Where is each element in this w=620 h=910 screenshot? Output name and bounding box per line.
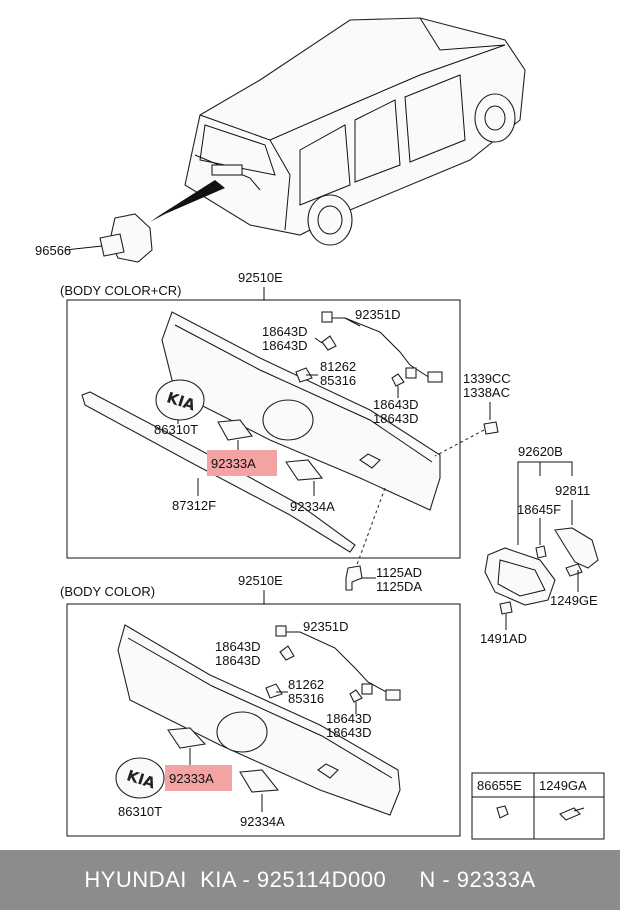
parts-diagram: 96566 (BODY COLOR+CR) 92510E KIA 18643D … [35, 17, 605, 840]
label-18643d-b2: 18643D [215, 653, 261, 668]
hardware-table: 86655E 1249GA [471, 772, 605, 840]
label-92351d-bottom: 92351D [303, 619, 349, 634]
label-86655e: 86655E [477, 778, 522, 793]
label-81262-bottom: 81262 [288, 677, 324, 692]
screw-1125ad [345, 565, 363, 591]
label-86310t-bottom: 86310T [118, 804, 162, 819]
label-85316-top: 85316 [320, 373, 356, 388]
label-18643d-t3: 18643D [373, 397, 419, 412]
label-18643d-t2: 18643D [262, 338, 308, 353]
label-1249ge: 1249GE [550, 593, 598, 608]
highlight-92333a-top [207, 450, 277, 476]
footer-text: HYUNDAI KIA - 925114D000 N - 92333A [84, 867, 536, 892]
label-81262-top: 81262 [320, 359, 356, 374]
label-92510e-bottom: 92510E [238, 573, 283, 588]
label-92811: 92811 [555, 483, 590, 498]
label-body-color-cr: (BODY COLOR+CR) [60, 283, 181, 298]
van-illustration [150, 17, 526, 246]
label-18643d-b3: 18643D [326, 711, 372, 726]
label-92334a-bottom: 92334A [240, 814, 285, 829]
label-85316-bottom: 85316 [288, 691, 324, 706]
label-92333a-top: 92333A [211, 456, 256, 471]
label-1249ga: 1249GA [539, 778, 587, 793]
label-92333a-bottom: 92333A [169, 771, 214, 786]
label-96566: 96566 [35, 243, 71, 258]
label-92351d-top: 92351D [355, 307, 401, 322]
label-18643d-b4: 18643D [326, 725, 372, 740]
label-92510e-top: 92510E [238, 270, 283, 285]
top-panel-frame [66, 299, 461, 559]
label-18645f: 18645F [517, 502, 561, 517]
nut-1339cc [483, 421, 499, 435]
bottom-panel-frame [66, 603, 461, 837]
part-96566-shape [64, 213, 153, 263]
label-1338ac: 1338AC [463, 385, 510, 400]
label-1339cc: 1339CC [463, 371, 511, 386]
label-87312f: 87312F [172, 498, 216, 513]
part-number-footer: HYUNDAI KIA - 925114D000 N - 92333A [0, 850, 620, 910]
label-1125da: 1125DA [376, 579, 422, 594]
emblem-top [155, 379, 205, 421]
emblem-bottom [115, 757, 165, 799]
label-18643d-t1: 18643D [262, 324, 308, 339]
label-86310t-top: 86310T [154, 422, 198, 437]
label-92620b: 92620B [518, 444, 563, 459]
label-92334a-top: 92334A [290, 499, 335, 514]
highlight-92333a-bottom [165, 765, 232, 791]
label-18643d-b1: 18643D [215, 639, 261, 654]
label-body-color: (BODY COLOR) [60, 584, 155, 599]
label-1491ad: 1491AD [480, 631, 527, 646]
license-lamp-92620b [484, 547, 556, 606]
label-1125ad: 1125AD [376, 565, 422, 580]
label-18643d-t4: 18643D [373, 411, 419, 426]
